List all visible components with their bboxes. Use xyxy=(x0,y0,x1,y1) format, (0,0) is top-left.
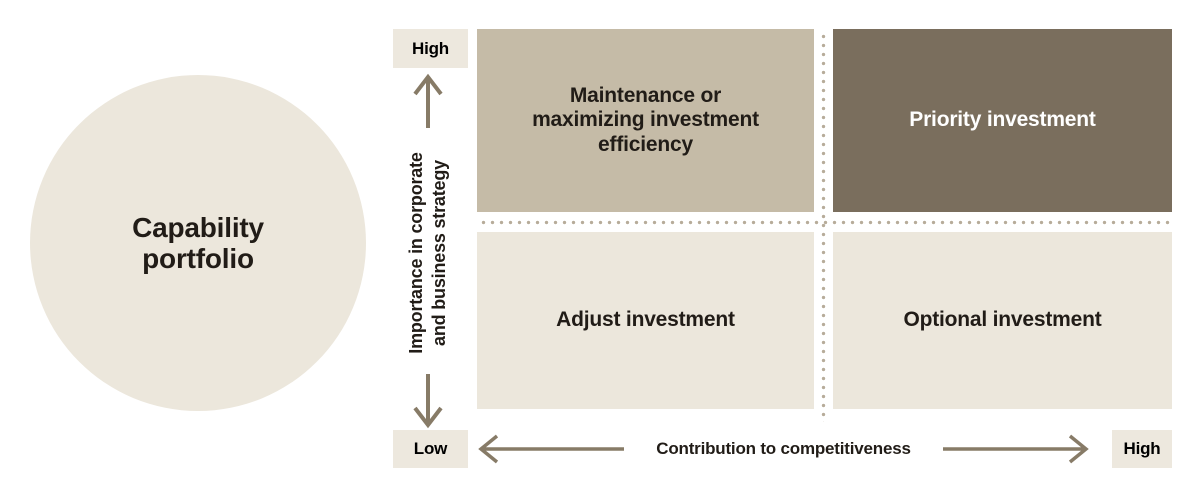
y-axis-down-arrow-icon xyxy=(413,374,443,429)
vertical-dotted-divider xyxy=(821,30,826,422)
y-axis-high-label: High xyxy=(393,29,468,68)
y-axis-title: Importance in corporate and business str… xyxy=(406,152,450,354)
quadrant-maintenance-label: Maintenance or maximizing investment eff… xyxy=(532,83,759,156)
quadrant-optional-label: Optional investment xyxy=(903,308,1102,332)
capability-portfolio-circle: Capability portfolio xyxy=(30,75,366,411)
x-axis-right-arrow-icon xyxy=(942,434,1089,464)
x-axis-title: Contribution to competitiveness xyxy=(656,439,911,458)
quadrant-maintenance: Maintenance or maximizing investment eff… xyxy=(477,29,814,212)
quadrant-adjust-label: Adjust investment xyxy=(556,308,735,332)
quadrant-adjust: Adjust investment xyxy=(477,232,814,409)
circle-label: Capability portfolio xyxy=(132,211,264,274)
y-axis-up-arrow-icon xyxy=(413,73,443,128)
axis-low-label: Low xyxy=(393,430,468,468)
quadrant-optional: Optional investment xyxy=(833,232,1172,409)
quadrant-priority-label: Priority investment xyxy=(909,108,1096,132)
quadrant-priority: Priority investment xyxy=(833,29,1172,212)
x-axis-left-arrow-icon xyxy=(478,434,624,464)
x-axis: Contribution to competitiveness xyxy=(477,430,1090,468)
x-axis-high-label: High xyxy=(1112,430,1172,468)
